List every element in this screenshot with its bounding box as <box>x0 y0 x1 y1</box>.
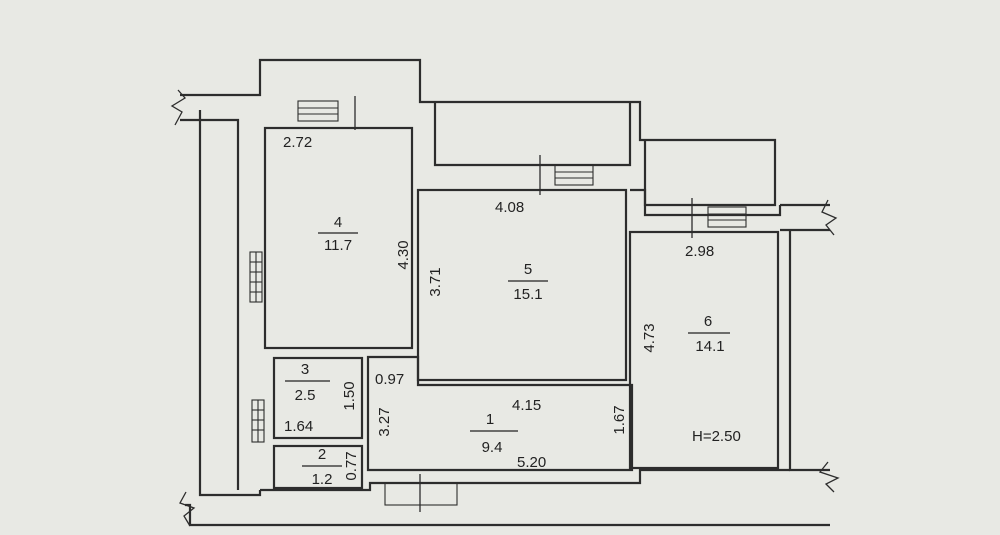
dim-room3-width: 1.64 <box>284 418 313 435</box>
dim-corridor-length: 3.27 <box>376 407 393 436</box>
dim-room4-height: 4.30 <box>395 240 412 269</box>
room-3-outline <box>272 356 364 440</box>
outer-walls <box>180 58 830 527</box>
dim-corridor-width: 0.97 <box>375 371 404 388</box>
room-4-number: 4 <box>334 214 342 231</box>
dim-hall-bottom: 5.20 <box>517 454 546 471</box>
room-6-outline <box>628 230 780 470</box>
dim-room3-height: 1.50 <box>341 381 358 410</box>
room-5-area: 15.1 <box>513 286 542 303</box>
windows <box>249 96 747 512</box>
dim-room4-width: 2.72 <box>283 134 312 151</box>
room-6-area: 14.1 <box>695 338 724 355</box>
dim-hall-top: 4.15 <box>512 397 541 414</box>
room-6-number: 6 <box>704 313 712 330</box>
room-1-number: 1 <box>486 411 494 428</box>
room-4-area: 11.7 <box>324 237 352 254</box>
room-4-outline <box>263 126 414 350</box>
dim-room5-height: 3.71 <box>427 267 444 296</box>
room-3-area: 2.5 <box>295 387 316 404</box>
dimension-labels: 2.72 4.30 4.08 3.71 2.98 4.73 1.50 1.64 … <box>283 134 741 481</box>
room-5-outline <box>416 188 628 382</box>
room-2-number: 2 <box>318 446 326 463</box>
room-3-number: 3 <box>301 361 309 378</box>
room-5-number: 5 <box>524 261 532 278</box>
dim-hall-height: 1.67 <box>611 405 628 434</box>
dim-room6-height: 4.73 <box>641 323 658 352</box>
room-2-outline <box>272 444 364 490</box>
break-marks <box>170 89 840 527</box>
ceiling-height: H=2.50 <box>692 428 741 445</box>
room-labels: 4 11.7 5 15.1 6 14.1 3 2.5 1 9.4 2 1.2 <box>285 214 730 488</box>
room-1-area: 9.4 <box>482 439 503 456</box>
room-1-outline <box>366 355 634 472</box>
dim-room2-width: 0.77 <box>343 451 360 480</box>
dim-room6-width: 2.98 <box>685 243 714 260</box>
room-2-area: 1.2 <box>312 471 333 488</box>
dim-room5-width: 4.08 <box>495 199 524 216</box>
